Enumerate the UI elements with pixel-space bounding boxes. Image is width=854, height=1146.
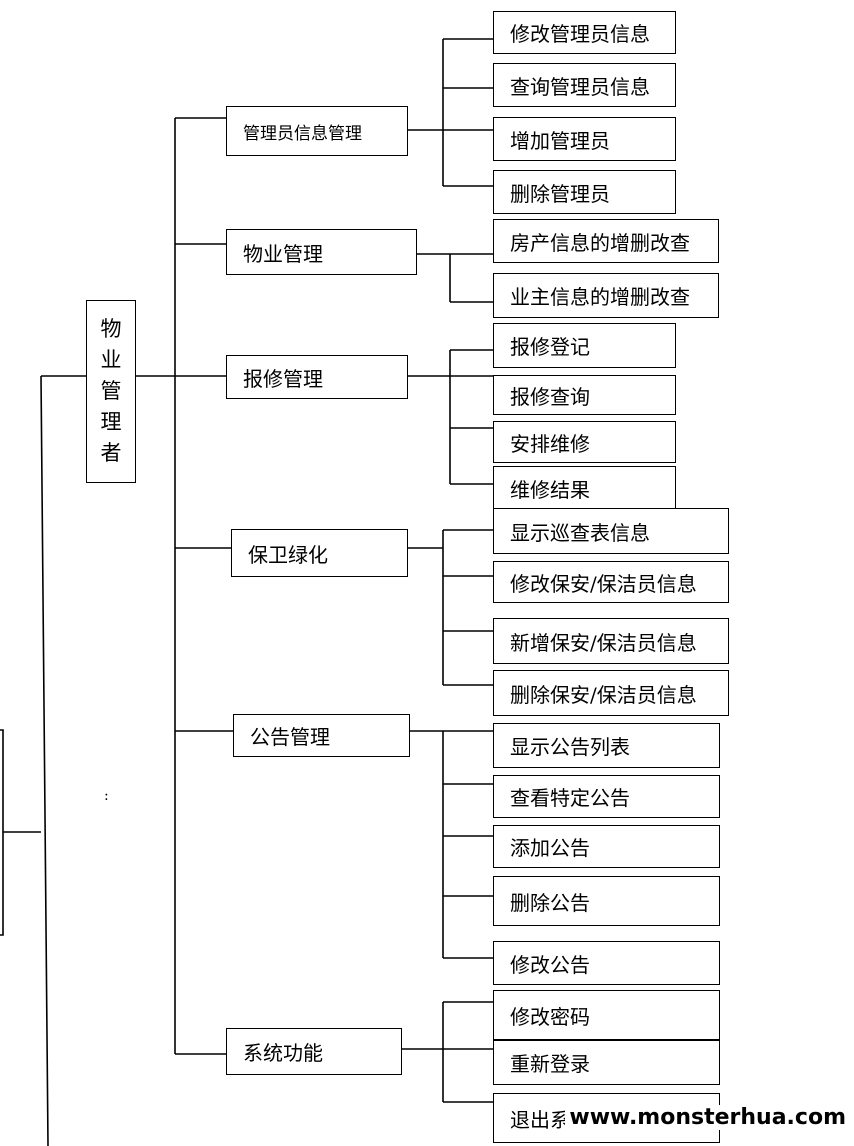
leaf-house-crud: 房产信息的增删改查	[493, 219, 719, 263]
side-mark: :	[104, 788, 109, 804]
leaf-delete-notice: 删除公告	[493, 876, 720, 926]
group-system: 系统功能	[226, 1028, 402, 1075]
leaf-show-patrol: 显示巡查表信息	[493, 508, 729, 554]
leaf-notice-list: 显示公告列表	[493, 723, 720, 768]
root-node: 物 业 管 理 者	[86, 300, 136, 483]
leaf-query-admin: 查询管理员信息	[493, 63, 676, 107]
leaf-repair-result: 维修结果	[493, 466, 676, 510]
leaf-add-notice: 添加公告	[493, 825, 720, 868]
root-char: 者	[100, 441, 122, 465]
leaf-repair-query: 报修查询	[493, 375, 676, 415]
leaf-owner-crud: 业主信息的增删改查	[493, 273, 719, 318]
group-property: 物业管理	[226, 229, 417, 275]
leaf-modify-admin: 修改管理员信息	[493, 11, 676, 54]
leaf-relogin: 重新登录	[493, 1040, 720, 1085]
leaf-repair-register: 报修登记	[493, 323, 676, 368]
leaf-delete-staff: 删除保安/保洁员信息	[493, 670, 729, 716]
group-notice: 公告管理	[233, 714, 410, 757]
leaf-modify-notice: 修改公告	[493, 941, 720, 985]
leaf-add-admin: 增加管理员	[493, 117, 676, 161]
watermark-text: www.monsterhua.com	[565, 1105, 850, 1130]
group-admin: 管理员信息管理	[226, 106, 408, 156]
leaf-change-password: 修改密码	[493, 990, 720, 1040]
root-char: 物	[100, 317, 122, 341]
leaf-delete-admin: 删除管理员	[493, 170, 676, 214]
root-char: 管	[100, 379, 122, 403]
root-char: 业	[100, 348, 122, 372]
group-repair: 报修管理	[226, 355, 408, 399]
trunk-line	[40, 375, 49, 1146]
root-char: 理	[100, 410, 122, 434]
leaf-add-staff: 新增保安/保洁员信息	[493, 618, 729, 664]
leaf-arrange-repair: 安排维修	[493, 421, 676, 463]
leaf-view-notice: 查看特定公告	[493, 775, 720, 818]
leaf-modify-staff: 修改保安/保洁员信息	[493, 561, 729, 603]
left-partial-box	[0, 729, 4, 936]
group-security: 保卫绿化	[231, 529, 408, 577]
